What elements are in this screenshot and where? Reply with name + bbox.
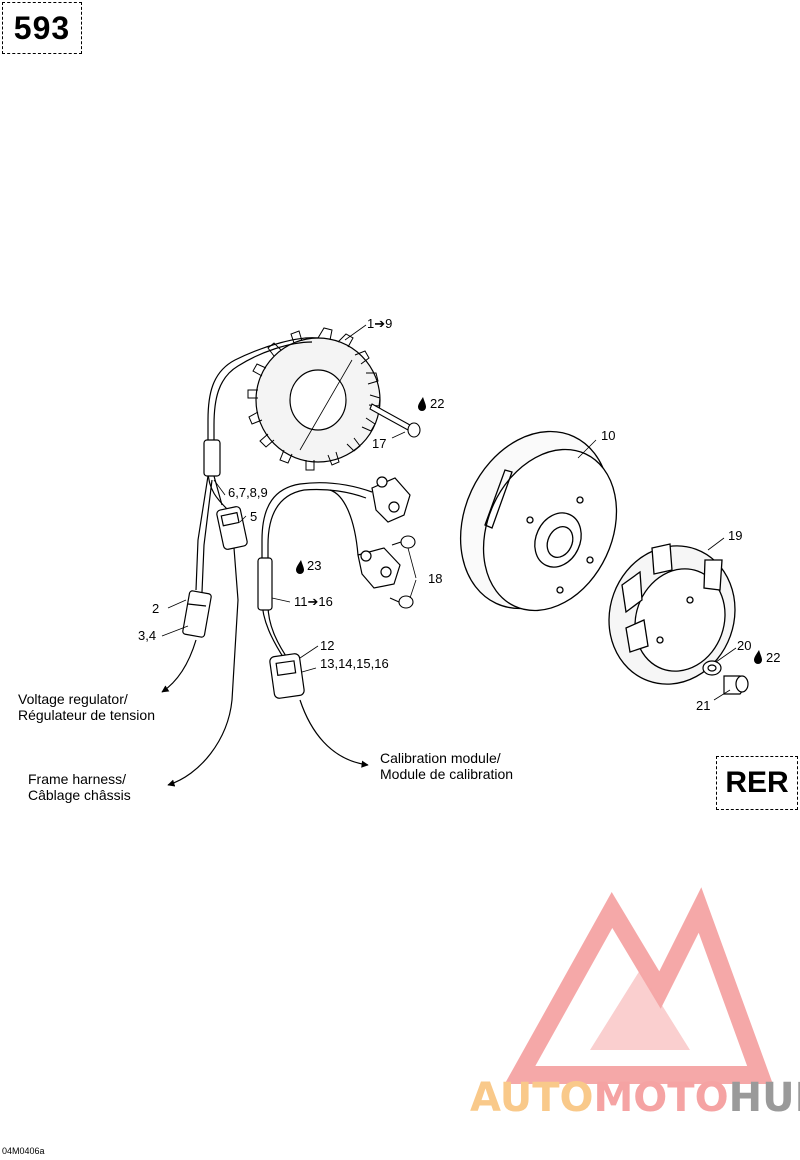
drawing-code: 04M0406a (2, 1146, 45, 1156)
starter-ring (608, 543, 736, 685)
callout-2: 2 (152, 601, 159, 616)
variant-badge: RER (716, 756, 798, 810)
stator-harness-wires (161, 337, 319, 787)
voltage-regulator-label-en: Voltage regulator/ (18, 691, 128, 707)
variant-label: RER (725, 766, 789, 799)
callout-19: 19 (728, 528, 742, 543)
callout-20: 20 (737, 638, 751, 653)
watermark-part-moto: MOTO (593, 1075, 729, 1121)
callout-6-9: 6,7,8,9 (228, 485, 268, 500)
regulator-connector (182, 590, 212, 638)
stator-bolt (369, 403, 421, 438)
calibration-module-label-en: Calibration module/ (380, 750, 501, 766)
washer-and-bolt (702, 660, 749, 695)
callout-22-ring: 22 (766, 650, 780, 665)
watermark-logo-text: AUTOMOTOHUB (470, 1075, 800, 1121)
page-number-badge: 593 (2, 2, 82, 54)
callout-5: 5 (250, 509, 257, 524)
callout-18: 18 (428, 571, 442, 586)
calibration-module-label-fr: Module de calibration (380, 766, 513, 782)
callout-17: 17 (372, 436, 386, 451)
stator-connector (216, 506, 248, 550)
callout-13-16: 13,14,15,16 (320, 656, 389, 671)
pickup-sensor-upper (371, 476, 411, 523)
threadlocker-drop-icon-a (418, 397, 426, 411)
watermark-part-hub: HUB (728, 1075, 800, 1121)
trigger-harness (257, 482, 373, 768)
threadlocker-drop-icon-c (754, 650, 762, 664)
callout-3-4: 3,4 (138, 628, 156, 643)
stator-assembly (247, 327, 381, 471)
frame-harness-label-fr: Câblage châssis (28, 787, 131, 803)
frame-harness-label-en: Frame harness/ (28, 771, 126, 787)
page-number: 593 (13, 9, 71, 46)
trigger-connector (269, 653, 305, 699)
callout-21: 21 (696, 698, 710, 713)
leader-lines (161, 324, 737, 701)
pickup-sensor-lower (357, 547, 401, 589)
watermark-logo-mark (504, 887, 773, 1084)
callout-10: 10 (601, 428, 615, 443)
voltage-regulator-label-fr: Régulateur de tension (18, 707, 155, 723)
callout-22-stator: 22 (430, 396, 444, 411)
callout-12: 12 (320, 638, 334, 653)
flywheel (459, 430, 618, 612)
callout-1-9: 1➔9 (367, 316, 392, 331)
callout-11-16: 11➔16 (294, 594, 333, 609)
threadlocker-drop-icon-b (296, 560, 304, 574)
watermark-part-auto: AUTO (470, 1075, 594, 1121)
callout-23: 23 (307, 558, 321, 573)
